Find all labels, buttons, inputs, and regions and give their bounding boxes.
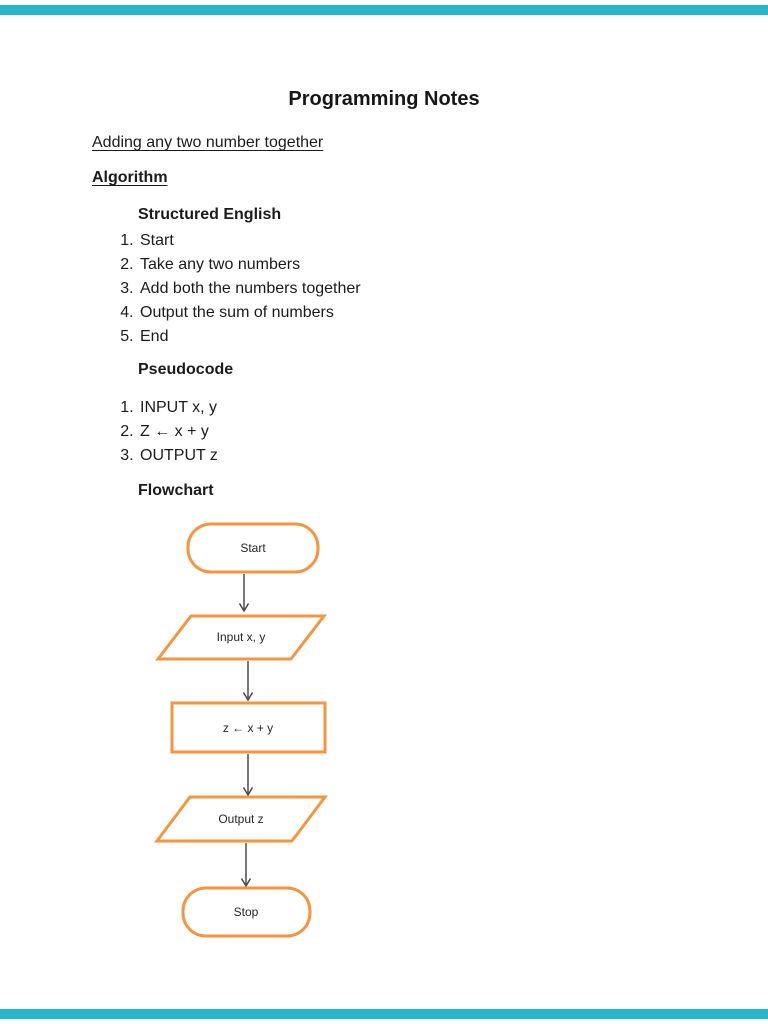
flowchart-terminator-start	[186, 522, 320, 574]
list-item: Start	[138, 229, 768, 253]
list-item: Take any two numbers	[138, 253, 768, 277]
viewer-bottom-bar	[0, 1009, 768, 1019]
structured-english-list: Start Take any two numbers Add both the …	[92, 229, 768, 349]
list-item: INPUT x, y	[138, 396, 768, 420]
flowchart-label: z ← x + y	[223, 721, 273, 735]
arrow-head-icon	[238, 603, 250, 613]
flowchart-label: Stop	[234, 905, 259, 919]
viewer-top-bar	[0, 5, 768, 15]
flowchart-process	[170, 701, 327, 754]
list-item: Output the sum of numbers	[138, 301, 768, 325]
arrow-head-icon	[242, 692, 254, 702]
list-item: OUTPUT z	[138, 444, 768, 468]
algorithm-heading: Algorithm	[92, 169, 168, 186]
pseudocode-list: INPUT x, y Z ← x + y OUTPUT z	[92, 396, 768, 468]
flowchart-label: Start	[240, 541, 266, 555]
doc-subtitle: Adding any two number together	[92, 134, 324, 151]
list-item: Z ← x + y	[138, 420, 768, 444]
pseudocode-heading: Pseudocode	[138, 361, 234, 378]
arrow-head-icon	[240, 878, 252, 888]
flowchart-label: Input x, y	[217, 630, 266, 644]
arrow-head-icon	[242, 787, 254, 797]
flowchart-label: Output z	[218, 812, 263, 826]
list-item: Add both the numbers together	[138, 277, 768, 301]
flowchart-heading: Flowchart	[138, 482, 214, 499]
flowchart-io-input	[154, 614, 328, 661]
list-item: End	[138, 325, 768, 349]
flowchart-io-output	[154, 795, 328, 843]
structured-english-heading: Structured English	[138, 206, 282, 223]
page-title: Programming Notes	[288, 88, 480, 110]
flowchart-terminator-stop	[181, 886, 312, 938]
